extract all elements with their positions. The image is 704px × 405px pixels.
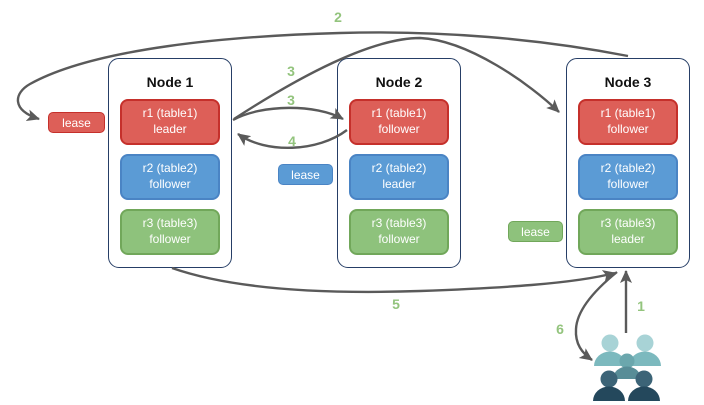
arrow-step-3-to-node2 — [232, 106, 344, 122]
replica-name: r2 (table2) — [142, 161, 198, 176]
replica-role: follower — [607, 177, 649, 191]
node2-replica-r2: r2 (table2) leader — [349, 154, 449, 200]
replica-role: follower — [149, 177, 191, 191]
replica-role: follower — [378, 232, 420, 246]
node3-replica-r2: r2 (table2) follower — [578, 154, 678, 200]
replica-name: r1 (table1) — [371, 106, 427, 121]
users-middle-person — [613, 353, 641, 379]
arrow-step-5 — [171, 266, 616, 294]
replica-role: leader — [611, 232, 645, 246]
replica-name: r1 (table1) — [142, 106, 198, 121]
lease-badge-r3: lease — [508, 221, 563, 242]
node1-replica-r3: r3 (table3) follower — [120, 209, 220, 255]
node2-replica-r1: r1 (table1) follower — [349, 99, 449, 145]
replica-name: r3 (table3) — [600, 216, 656, 231]
node-1-box: Node 1 r1 (table1) leader r2 (table2) fo… — [108, 58, 232, 268]
step-label-4: 4 — [288, 133, 296, 149]
step-label-5: 5 — [392, 296, 400, 312]
replica-role: leader — [382, 177, 416, 191]
users-front-row — [593, 370, 660, 401]
replica-role: follower — [149, 232, 191, 246]
node-3-box: Node 3 r1 (table1) follower r2 (table2) … — [566, 58, 690, 268]
users-back-row — [594, 334, 661, 366]
node-2-title: Node 2 — [375, 74, 423, 90]
node1-replica-r2: r2 (table2) follower — [120, 154, 220, 200]
replica-role: follower — [378, 122, 420, 136]
node-2-box: Node 2 r1 (table1) follower r2 (table2) … — [337, 58, 461, 268]
node-3-title: Node 3 — [604, 74, 652, 90]
lease-badge-r2: lease — [278, 164, 333, 185]
replica-name: r3 (table3) — [371, 216, 427, 231]
replica-name: r2 (table2) — [600, 161, 656, 176]
step-label-3-upper: 3 — [287, 63, 295, 79]
replica-name: r3 (table3) — [142, 216, 198, 231]
replica-role: leader — [153, 122, 187, 136]
replica-role: follower — [607, 122, 649, 136]
step-label-1: 1 — [637, 298, 645, 314]
step-label-2: 2 — [334, 9, 342, 25]
step-label-3-lower: 3 — [287, 92, 295, 108]
node1-replica-r1: r1 (table1) leader — [120, 99, 220, 145]
node-1-title: Node 1 — [146, 74, 194, 90]
step-label-6: 6 — [556, 321, 564, 337]
lease-badge-r1: lease — [48, 112, 105, 133]
arrow-step-6 — [574, 271, 618, 361]
node3-replica-r3: r3 (table3) leader — [578, 209, 678, 255]
node3-replica-r1: r1 (table1) follower — [578, 99, 678, 145]
node2-replica-r3: r3 (table3) follower — [349, 209, 449, 255]
replica-name: r2 (table2) — [371, 161, 427, 176]
replica-name: r1 (table1) — [600, 106, 656, 121]
